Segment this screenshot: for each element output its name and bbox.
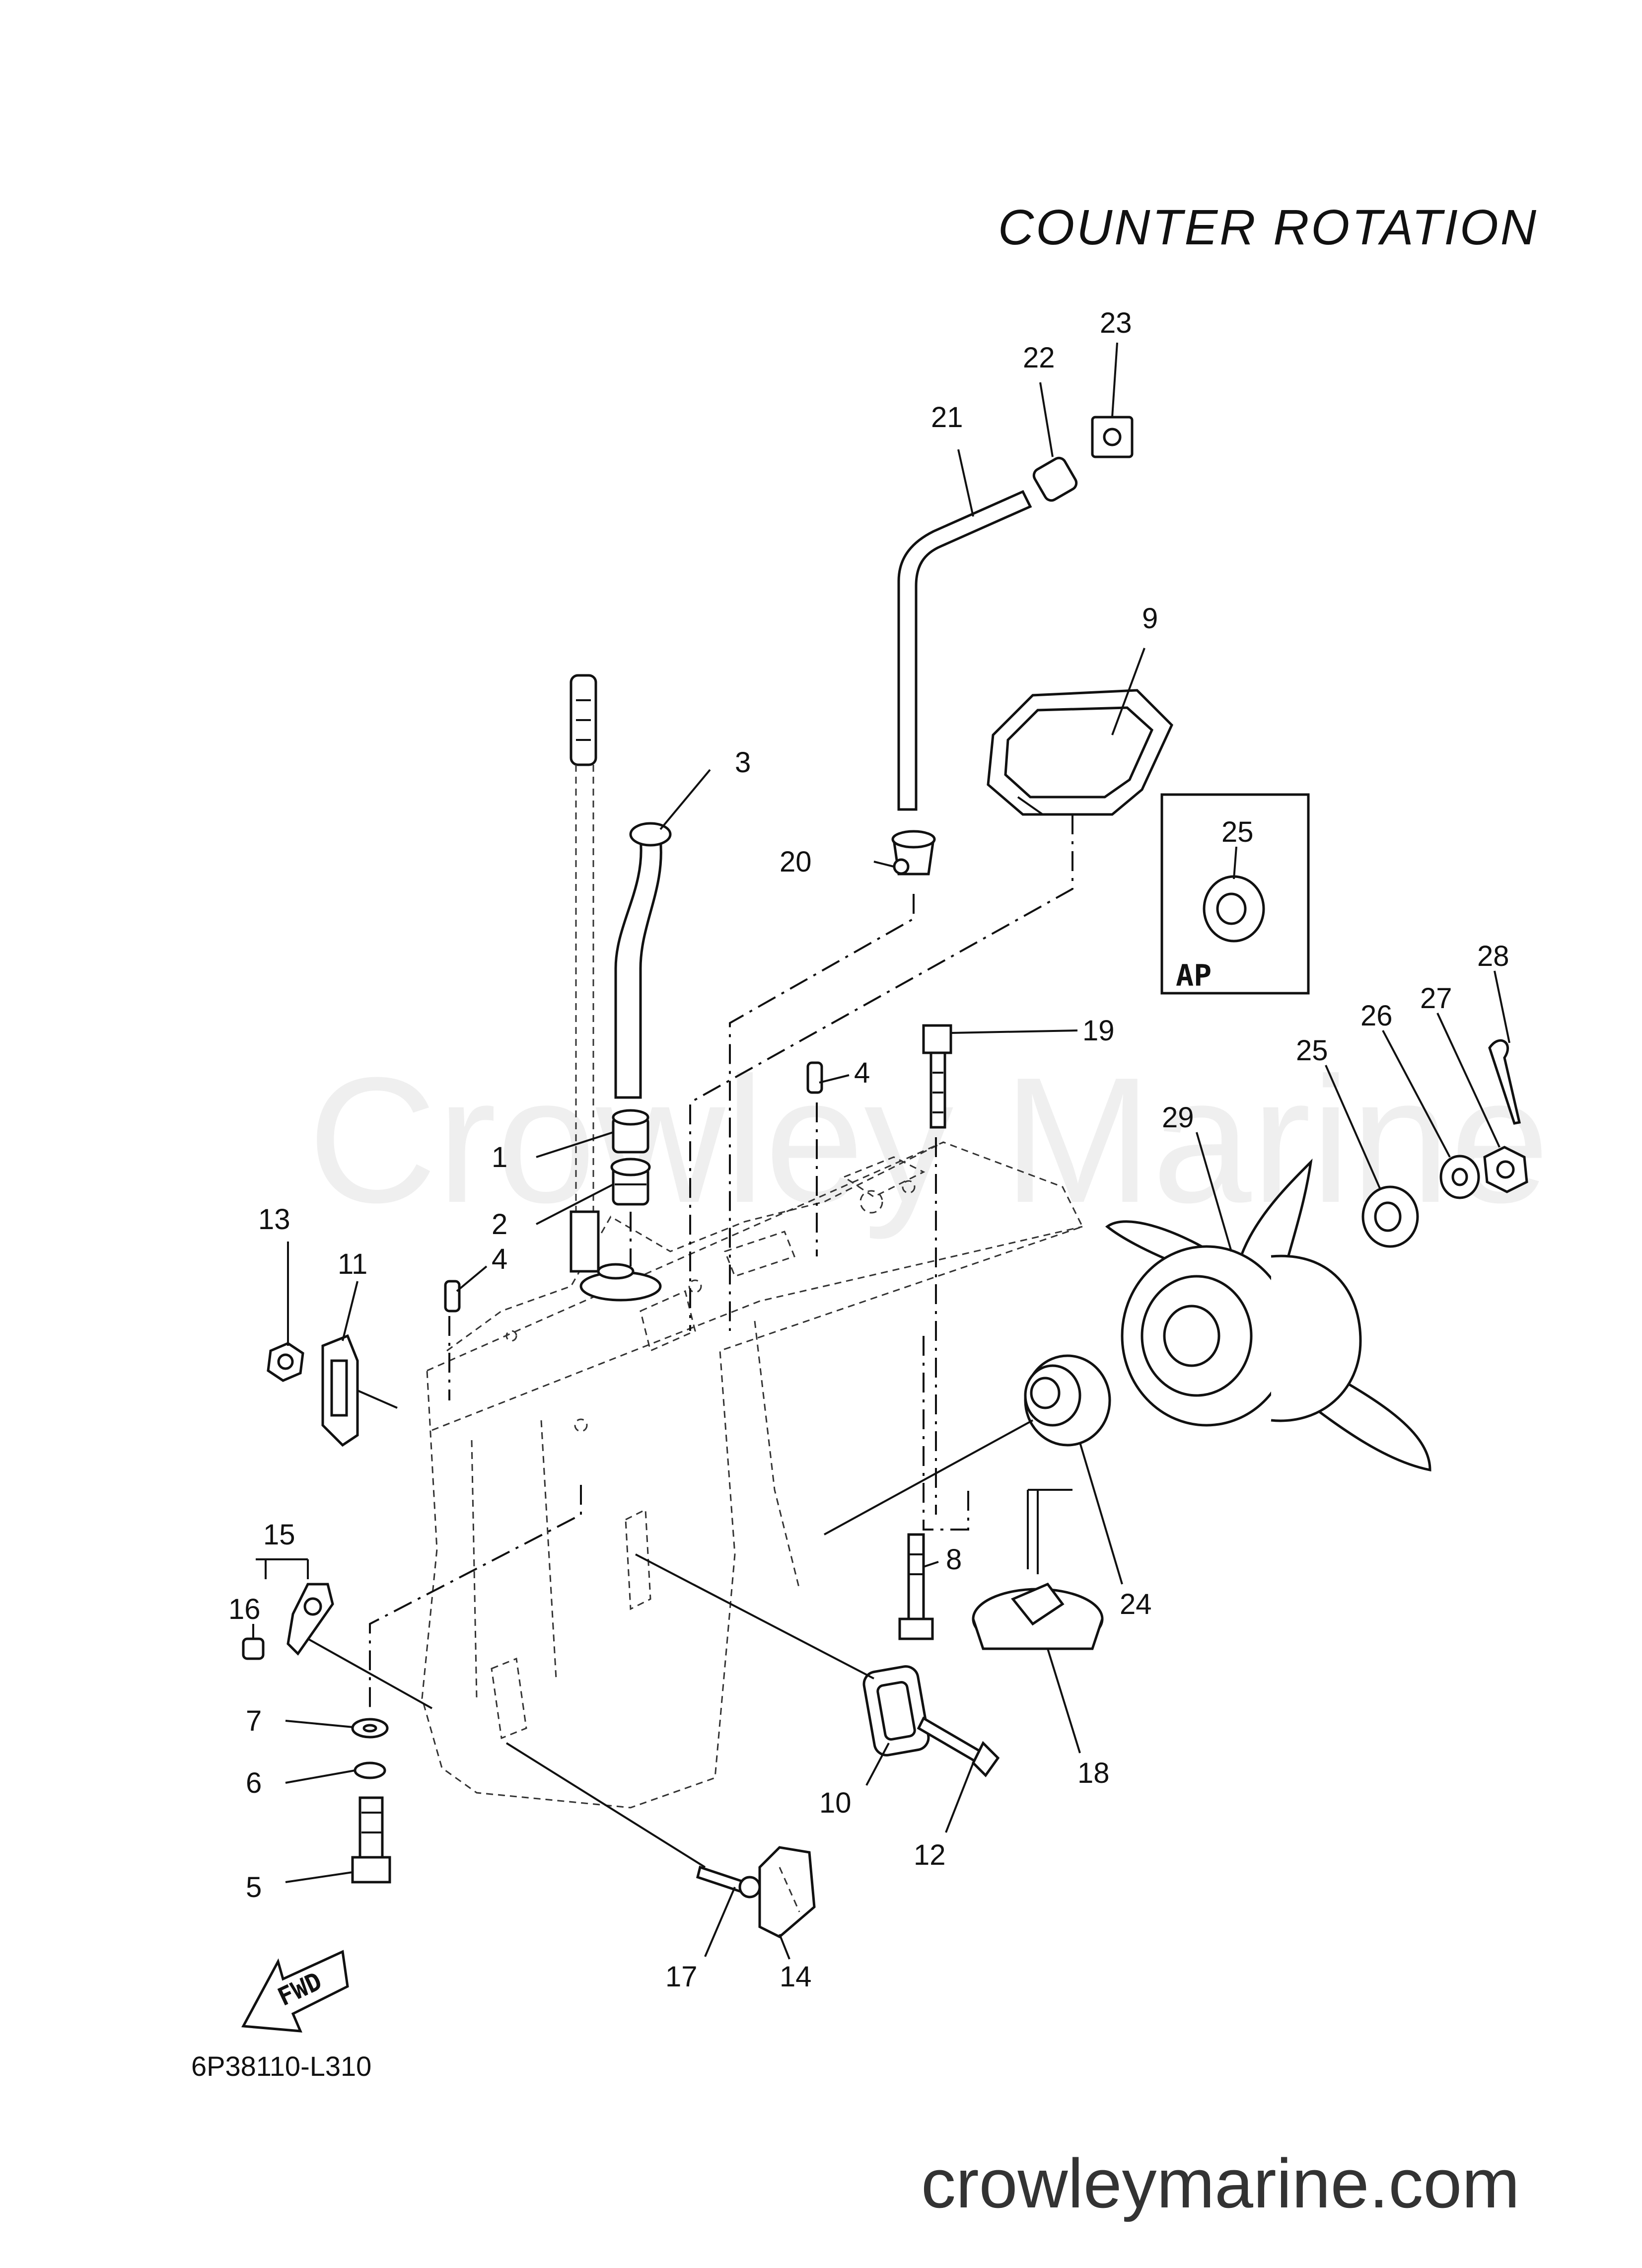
anode-part-18 [972,1582,1104,1650]
anode-part-10 [862,1665,930,1756]
callout-21: 21 [931,401,963,434]
bolt-part-12 [917,1716,1000,1777]
callout-29: 29 [1162,1101,1194,1134]
bolt-part-19 [922,1024,952,1129]
callout-14: 14 [780,1961,812,1993]
callout-8: 8 [946,1543,962,1576]
anode-part-14 [758,1846,816,1938]
seal-part-2 [610,1158,651,1206]
washer-part-7 [351,1718,389,1739]
callout-1: 1 [492,1141,507,1173]
callout-5: 5 [246,1871,262,1903]
callout-26: 26 [1360,1000,1393,1032]
bolt-part-5 [351,1796,391,1884]
cotter-pin-part-28 [1488,1039,1521,1125]
diagram-code: 6P38110-L310 [191,2050,371,2082]
callout-13: 13 [258,1203,290,1236]
website-text: crowleymarine.com [921,2144,1520,2222]
watermark: Crowley Marine [308,1040,1550,1241]
lock-washer-part-6 [354,1761,386,1779]
nut-part-13 [267,1342,304,1382]
callout-24: 24 [1120,1588,1152,1620]
nut-part-27 [1483,1146,1528,1193]
anode-part-15 [242,1583,334,1660]
callout-20: 20 [780,846,812,878]
callout-6: 6 [246,1767,262,1799]
callouts: 1 2 3 4 4 5 6 7 8 9 10 11 12 13 14 15 16… [228,307,1509,1993]
gasket-part-9 [987,689,1174,816]
callout-4a: 4 [854,1057,870,1089]
callout-3: 3 [735,746,751,779]
callout-19: 19 [1082,1015,1115,1047]
callout-4b: 4 [492,1243,507,1275]
dowel-pin-part-4-right [806,1061,823,1094]
dowel-pin-part-4-left [444,1280,461,1313]
diagram-title: COUNTER ROTATION [998,200,1538,255]
callout-25: 25 [1296,1034,1328,1067]
callout-7: 7 [246,1705,262,1737]
callout-25-inset: 25 [1221,816,1254,848]
callout-27: 27 [1420,982,1452,1015]
spline-washer-part-25 [1361,1185,1419,1248]
bolt-part-8 [898,1533,934,1640]
grommet-part-20 [891,830,936,876]
propeller-part-29 [1105,1158,1431,1472]
assembly-lines [307,814,1073,1868]
callout-22: 22 [1023,342,1055,374]
driveshaft [570,674,662,1302]
callout-18: 18 [1077,1757,1110,1789]
callout-12: 12 [914,1839,946,1871]
bushing-part-1 [612,1109,649,1154]
washer-part-26 [1439,1155,1480,1199]
fwd-arrow-icon [241,1950,349,2033]
callout-23: 23 [1100,307,1132,339]
callout-9: 9 [1142,602,1158,635]
callout-11: 11 [338,1248,367,1280]
clip-part-23 [1091,416,1134,458]
callout-15: 15 [263,1519,295,1551]
thrust-washer-part-24 [1024,1354,1111,1447]
anode-part-11 [321,1334,398,1447]
grommet-part-22 [1032,456,1078,502]
callout-17: 17 [665,1961,698,1993]
callout-28: 28 [1477,940,1509,972]
callout-2: 2 [492,1208,507,1241]
callout-10: 10 [819,1787,852,1819]
lower-casing [421,1141,1084,1809]
tube-part-21 [897,490,1032,811]
bolt-part-17 [696,1865,761,1899]
callout-leaders [252,342,1510,1960]
inset-label: AP [1176,958,1212,993]
callout-16: 16 [228,1593,261,1625]
inset-box-ap [1160,793,1310,995]
